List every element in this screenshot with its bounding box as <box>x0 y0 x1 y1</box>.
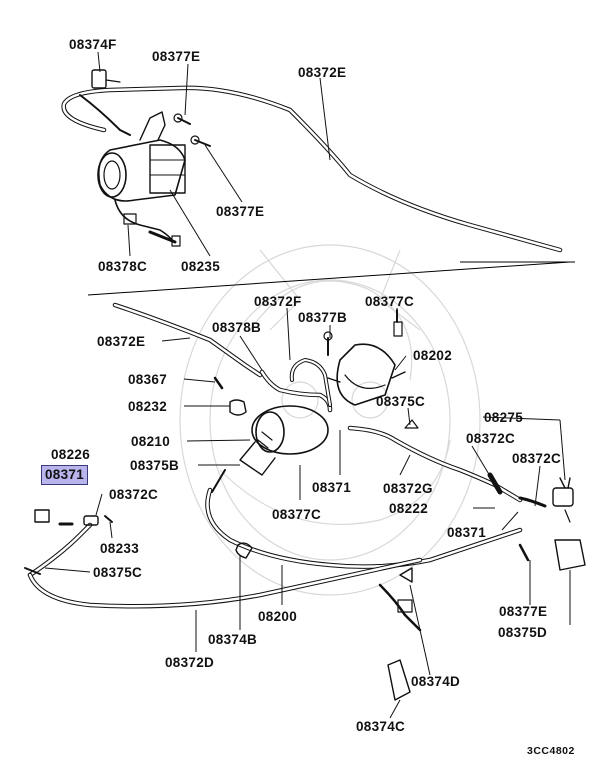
label-08210: 08210 <box>131 434 171 449</box>
label-08375c-mid: 08375C <box>376 394 426 409</box>
label-08371-mid: 08371 <box>312 480 352 495</box>
label-08377b: 08377B <box>298 310 348 325</box>
label-08374b: 08374B <box>208 632 258 647</box>
main-assembly <box>24 302 586 701</box>
main-leader-lines <box>44 307 571 719</box>
label-08377e-b: 08377E <box>216 204 265 219</box>
label-08377e-a: 08377E <box>152 49 201 64</box>
label-08372e-top: 08372E <box>298 65 347 80</box>
label-08200: 08200 <box>258 609 298 624</box>
label-08372c-right-b: 08372C <box>512 451 562 466</box>
label-08377e-right: 08377E <box>499 604 548 619</box>
label-08372c-left: 08372C <box>109 487 159 502</box>
label-08375d: 08375D <box>498 625 548 640</box>
label-08222: 08222 <box>389 501 429 516</box>
label-08378b: 08378B <box>212 320 262 335</box>
watermark <box>179 244 481 596</box>
label-08372g: 08372G <box>383 481 433 496</box>
label-08371-right: 08371 <box>447 525 487 540</box>
label-08375c-left: 08375C <box>93 565 143 580</box>
label-08235: 08235 <box>181 259 221 274</box>
label-08372e-mid: 08372E <box>97 334 146 349</box>
label-08377c-top: 08377C <box>365 294 415 309</box>
label-08372c-right-a: 08372C <box>466 431 516 446</box>
label-08374f-top: 08374F <box>69 37 117 52</box>
label-08372f: 08372F <box>254 294 302 309</box>
label-08371-highlighted[interactable]: 08371 <box>41 465 89 485</box>
top-leader-lines <box>97 51 331 257</box>
label-08378c: 08378C <box>98 259 148 274</box>
separator-lines <box>87 261 575 296</box>
label-08377c-mid: 08377C <box>272 507 322 522</box>
label-08233: 08233 <box>100 541 140 556</box>
label-08374c: 08374C <box>356 719 406 734</box>
label-08367: 08367 <box>128 372 168 387</box>
label-08275: 08275 <box>484 410 524 425</box>
label-08232: 08232 <box>128 399 168 414</box>
label-08375b: 08375B <box>130 458 180 473</box>
label-08372d: 08372D <box>165 655 215 670</box>
label-08374d: 08374D <box>411 674 461 689</box>
drawing-code: 3CC4802 <box>527 745 575 757</box>
label-08202: 08202 <box>413 348 453 363</box>
top-assembly <box>61 69 563 253</box>
label-08226: 08226 <box>51 447 91 462</box>
